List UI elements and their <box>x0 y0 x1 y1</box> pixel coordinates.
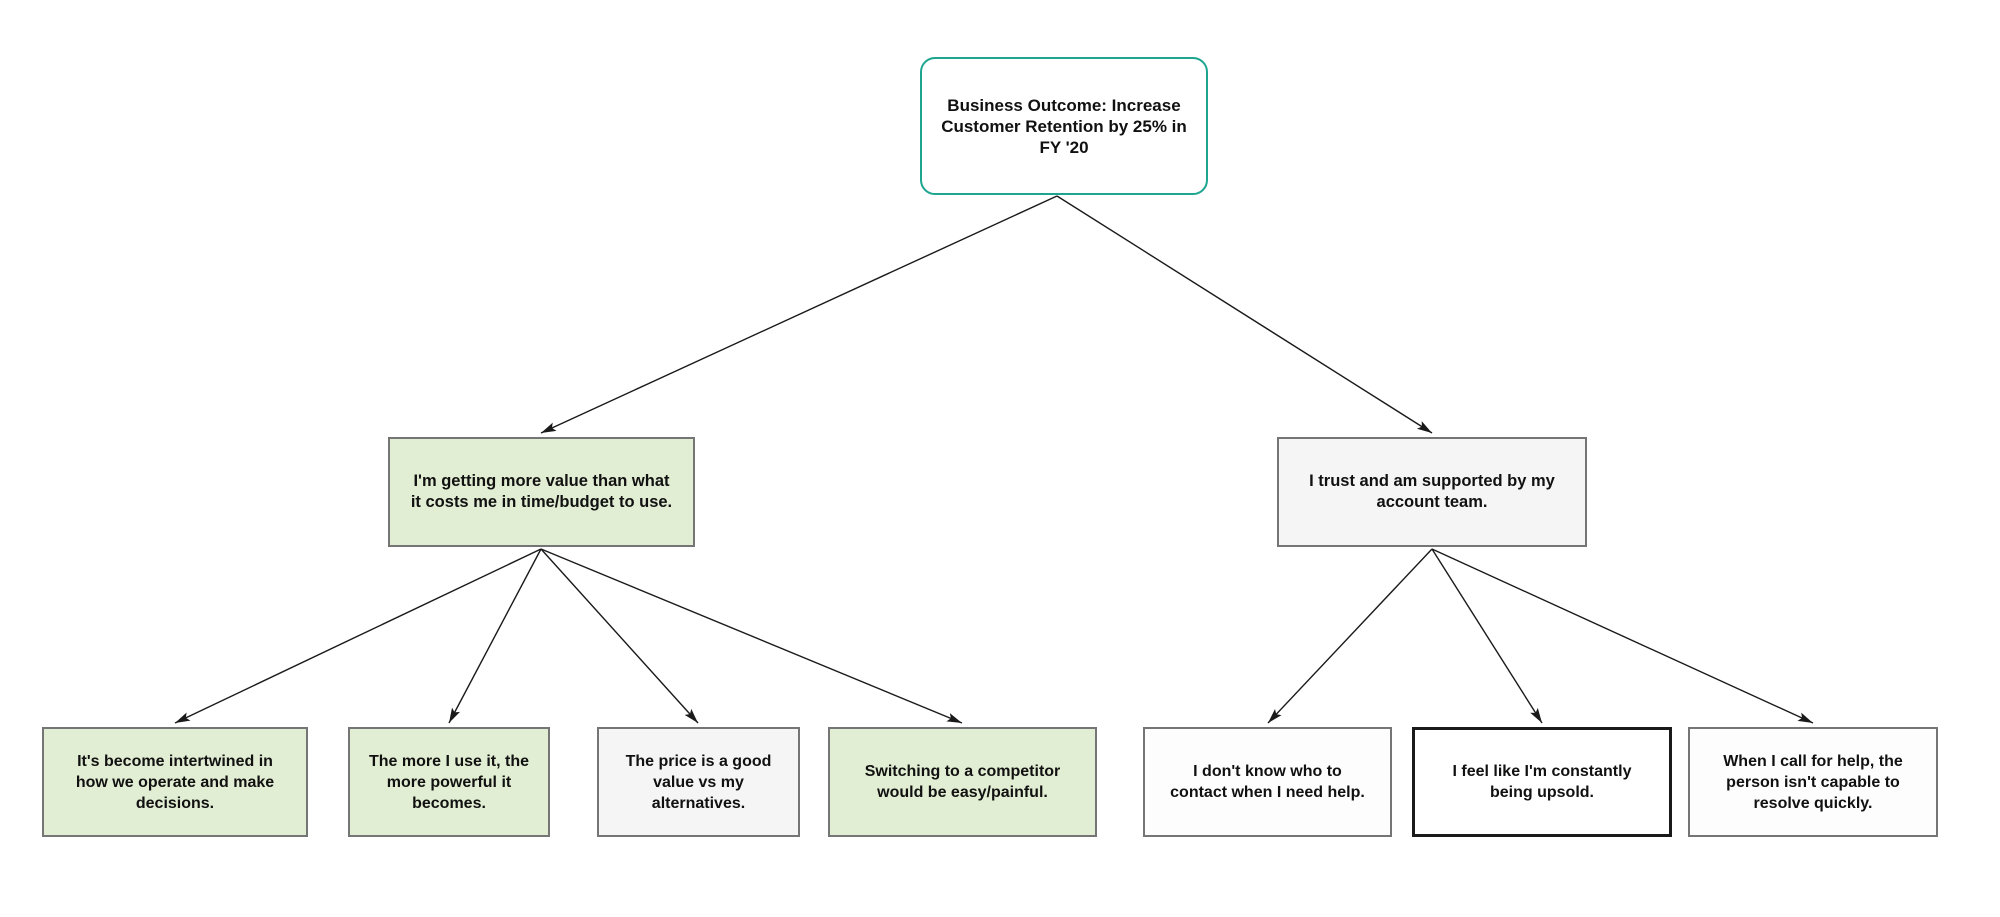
branch-node-trust-label: I trust and am supported by my account t… <box>1309 472 1555 511</box>
root-node-label: Business Outcome: Increase Customer Rete… <box>941 95 1187 157</box>
leaf-node-switching: Switching to a competitor would be easy/… <box>828 727 1097 837</box>
connector-root-to-trust <box>1056 195 1433 434</box>
branch-node-value-label: I'm getting more value than what it cost… <box>410 472 673 511</box>
leaf-node-capable-label: When I call for help, the person isn't c… <box>1723 752 1903 812</box>
root-node-business-outcome: Business Outcome: Increase Customer Rete… <box>920 57 1208 195</box>
leaf-node-intertwined: It's become intertwined in how we operat… <box>42 727 308 837</box>
connector-value-to-switching <box>540 548 963 724</box>
leaf-node-intertwined-label: It's become intertwined in how we operat… <box>75 752 275 812</box>
connector-trust-to-capable <box>1431 548 1814 724</box>
connector-value-to-price <box>540 548 699 724</box>
branch-node-trust: I trust and am supported by my account t… <box>1277 437 1587 547</box>
connector-value-to-powerful <box>448 548 542 724</box>
leaf-node-capable: When I call for help, the person isn't c… <box>1688 727 1938 837</box>
leaf-node-price-label: The price is a good value vs my alternat… <box>625 752 772 812</box>
leaf-node-upsold: I feel like I'm constantly being upsold. <box>1412 727 1672 837</box>
connector-trust-to-upsold <box>1431 548 1543 724</box>
leaf-node-price: The price is a good value vs my alternat… <box>597 727 800 837</box>
connector-root-to-value <box>540 195 1058 434</box>
connector-value-to-intertwined <box>174 548 542 724</box>
leaf-node-upsold-label: I feel like I'm constantly being upsold. <box>1452 763 1632 801</box>
leaf-node-switching-label: Switching to a competitor would be easy/… <box>864 763 1061 801</box>
leaf-node-contact: I don't know who to contact when I need … <box>1143 727 1392 837</box>
leaf-node-contact-label: I don't know who to contact when I need … <box>1170 763 1365 801</box>
connector-trust-to-contact <box>1267 548 1433 724</box>
leaf-node-powerful-label: The more I use it, the more powerful it … <box>368 752 530 812</box>
leaf-node-powerful: The more I use it, the more powerful it … <box>348 727 550 837</box>
branch-node-value: I'm getting more value than what it cost… <box>388 437 695 547</box>
